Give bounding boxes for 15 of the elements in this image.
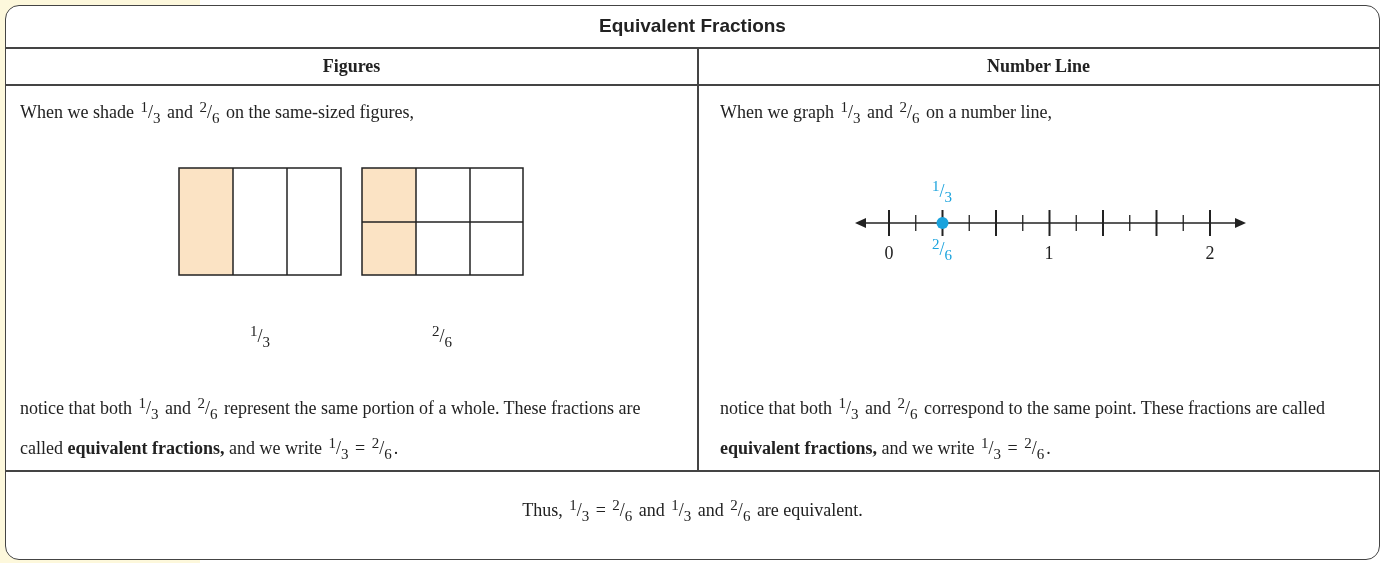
- point-label: $^{1}$/$_{3}$: [931, 180, 953, 202]
- point-label: $^{2}$/$_{6}$: [931, 238, 953, 260]
- tick-label: 0: [883, 242, 895, 264]
- tick-label: 2: [1204, 242, 1216, 264]
- paragraph: Thus, $^{1}$/$_{3}$ = $^{2}$/$_{6}$ and $^{1}$/$_{3}$ and $^{2}$/$_{6}$ are equivalent.: [521, 496, 864, 526]
- paragraph: When we graph $^{1}$/$_{3}$ and $^{2}$/$_{6}$ on a number line,: [720, 98, 1053, 128]
- column-header: Number Line: [985, 55, 1092, 77]
- tick-label: 1: [1043, 242, 1055, 264]
- fraction-label: $^{1}$/$_{3}$: [249, 325, 271, 347]
- fraction-label: $^{2}$/$_{6}$: [431, 325, 453, 347]
- table-title: Equivalent Fractions: [598, 15, 787, 37]
- paragraph: When we shade $^{1}$/$_{3}$ and $^{2}$/$_{6}$ on the same-sized figures,: [20, 98, 415, 128]
- paragraph: notice that both $^{1}$/$_{3}$ and $^{2}$/$_{6}$ correspond to the same point. These fractions are called equivalent fractions, and we write $^{1}$/$_{3}$ = $^{2}$/$_{6}$.: [720, 394, 1327, 464]
- column-header: Figures: [321, 55, 382, 77]
- paragraph: notice that both $^{1}$/$_{3}$ and $^{2}$/$_{6}$ represent the same portion of a whole. These fractions are called equivalent fractions, and we write $^{1}$/$_{3}$ = $^{2}$/$_{6}$.: [20, 394, 642, 464]
